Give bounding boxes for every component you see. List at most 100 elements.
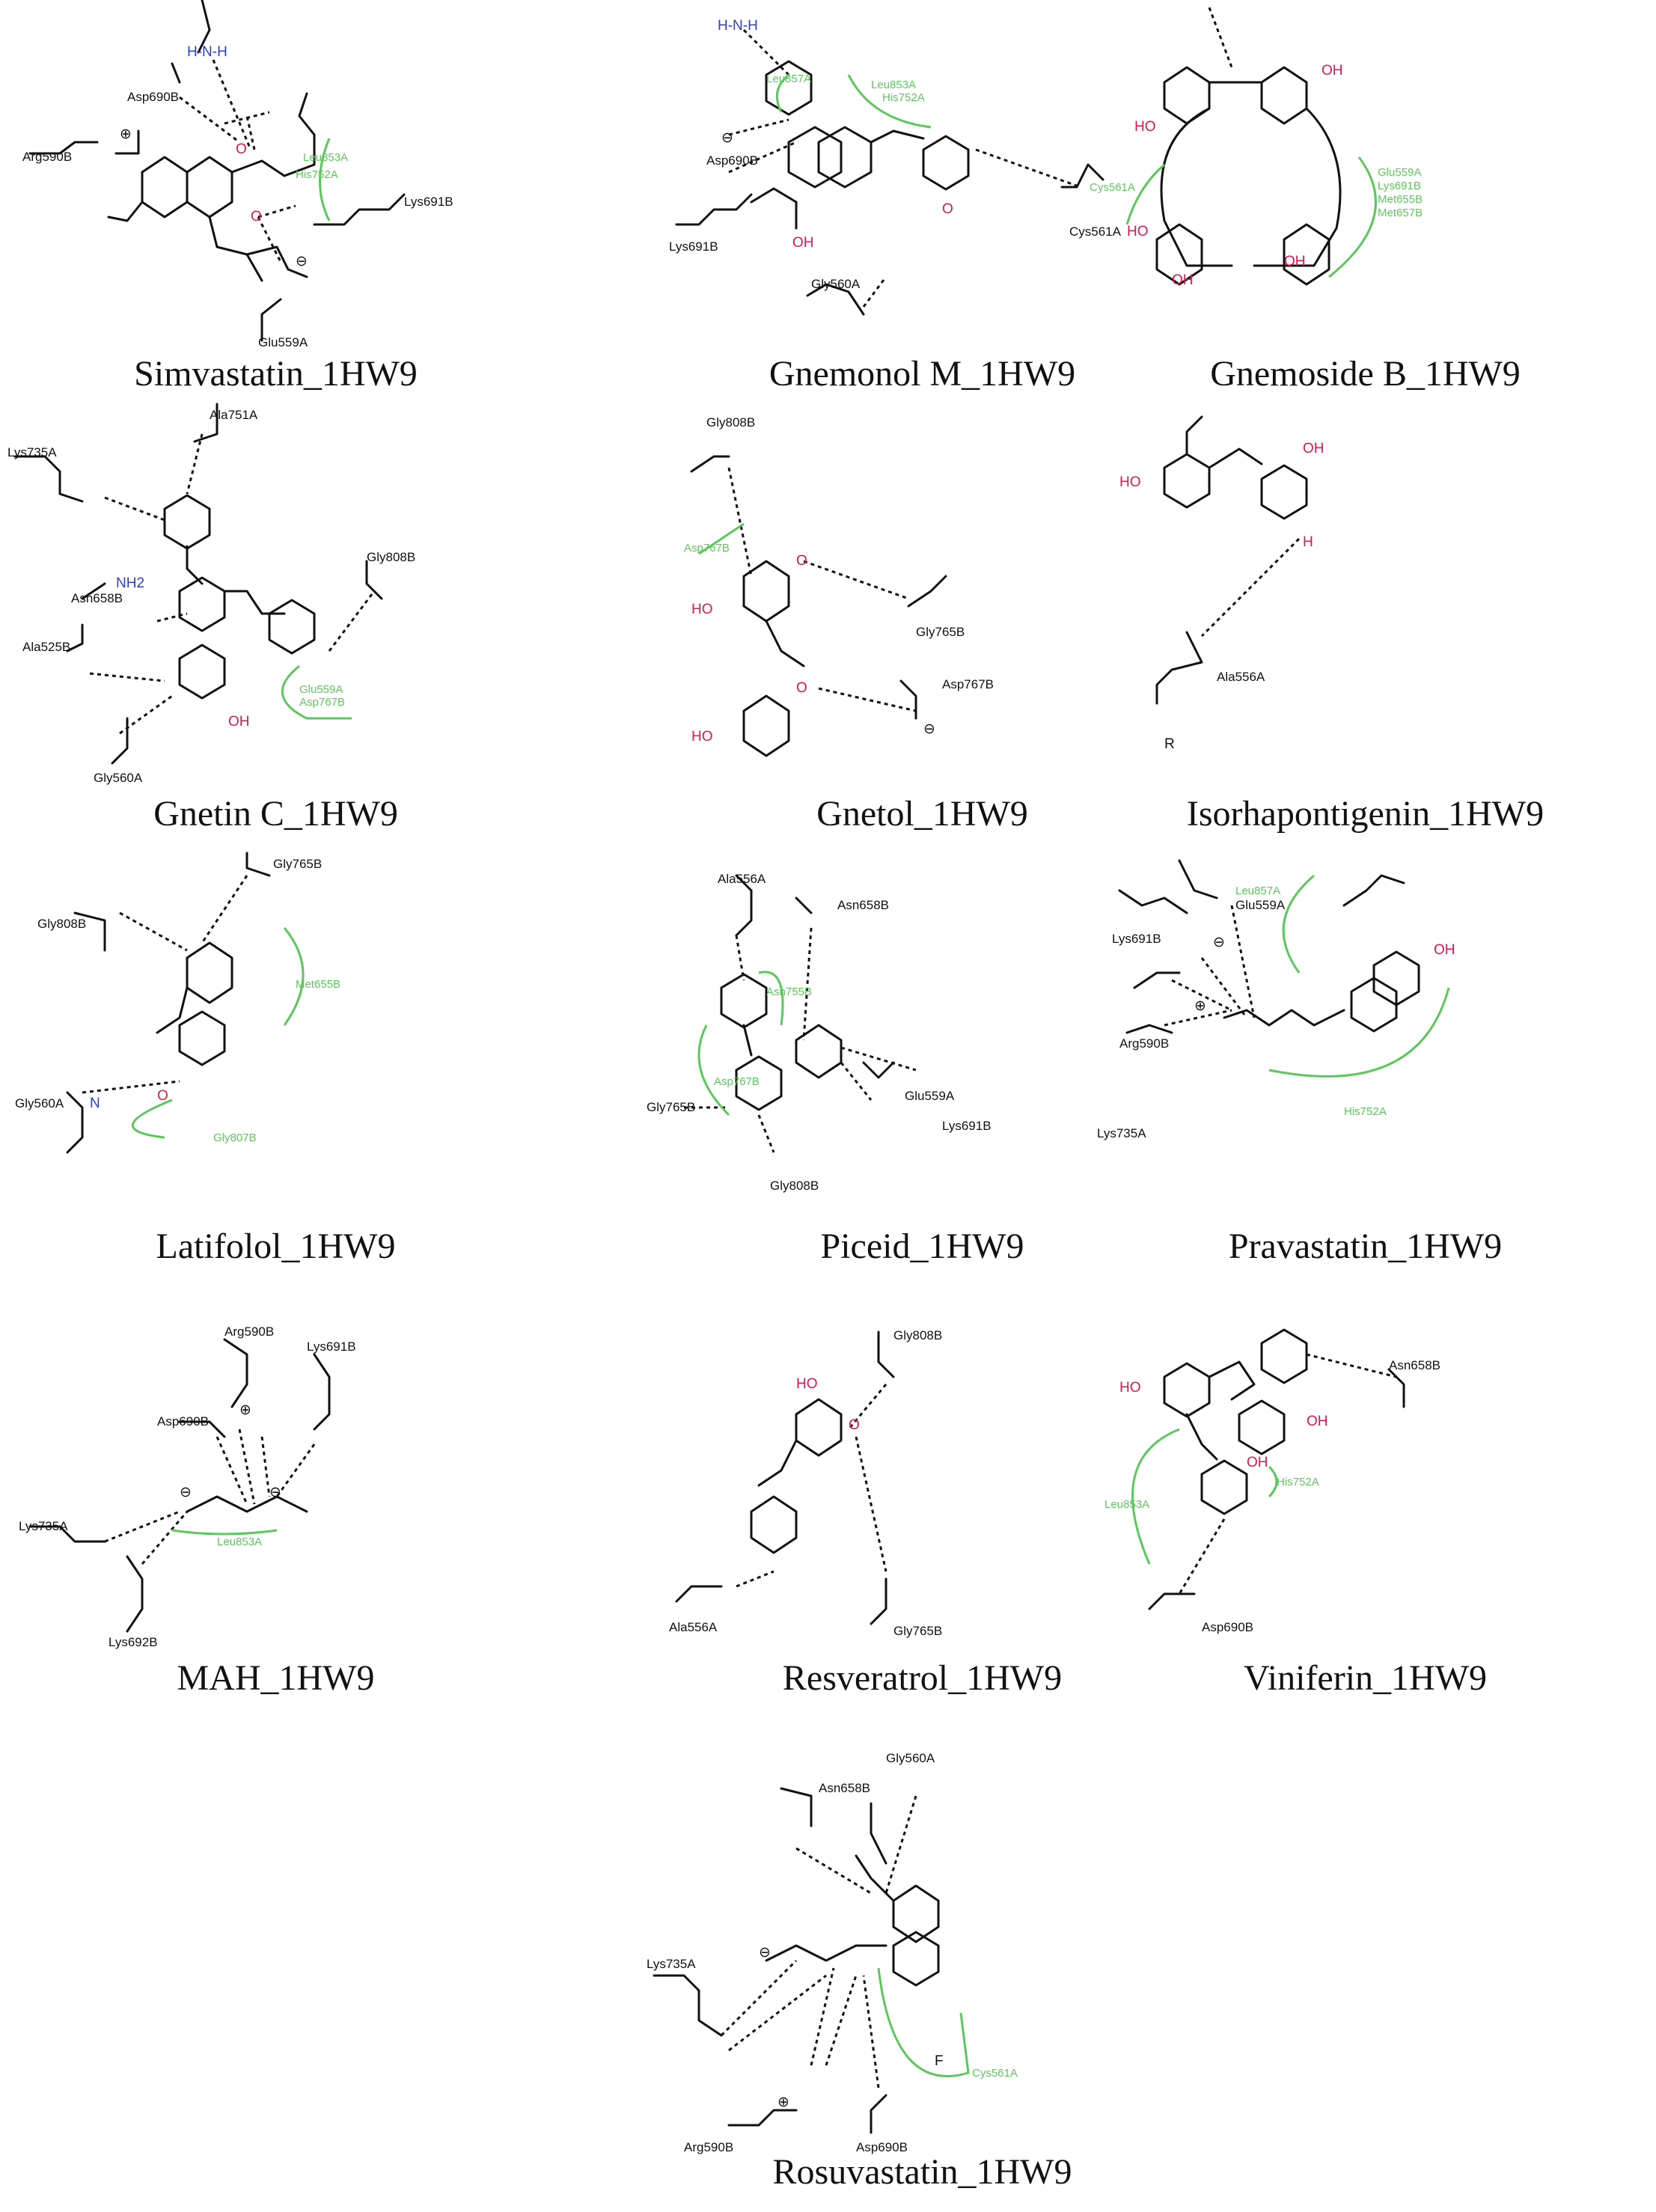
residue-label: Gly808B [770,1179,819,1193]
figure-caption: Gnetol_1HW9 [816,794,1028,834]
hydrogen-bond [1200,537,1301,638]
hydrophobic-arc [775,73,789,113]
panel-latifolol: Gly765B Gly808B Met655B Gly560A Gly807B … [0,852,552,1272]
hydrophobic-arc [877,1967,970,2077]
atom-label: O [157,1088,168,1104]
hydrophobic-arc [319,138,331,221]
ligand-skeleton [690,455,947,757]
atom-label: OH [1434,942,1455,958]
hydrophobic-residue-label: Cys561A [1090,181,1135,194]
hydrogen-bonds [727,467,917,712]
residue-label: Glu559A [905,1089,955,1103]
residue-label: Arg590B [224,1325,274,1339]
atom-label: OH [1247,1455,1268,1470]
hydrophobic-arc [1268,987,1450,1078]
residue-label: Gly765B [893,1624,942,1638]
panel-mah: Arg590B Lys691B Asp690B Lys735A Leu853A … [0,1317,552,1736]
ligand-skeleton [1155,415,1308,705]
figure-caption: Gnemonol M_1HW9 [769,354,1076,394]
residue-label: Asp767B [942,677,994,691]
hydrophobic-arc [283,927,305,1026]
atom-label: HO [1119,1380,1141,1396]
panel-isorhapontigenin: Ala556A HO OH H R Isorhapontigenin_1HW9 [1090,404,1641,834]
hydrophobic-residue-label: Lys691B [1378,180,1421,192]
hydrophobic-residue-label: His752A [1277,1476,1319,1488]
residue-label: Glu559A [1235,898,1286,912]
atom-label: F [935,2053,944,2069]
atom-label: O [251,209,262,224]
residue-label: Gly808B [893,1328,942,1342]
ligand-skeleton [1155,66,1342,286]
interaction-diagram-isorhapontigenin: Ala556A HO OH H R [1119,415,1325,752]
residue-label: Ala556A [669,1620,718,1634]
residue-label: Asp690B [157,1414,209,1429]
residue-label: Gly560A [15,1096,64,1110]
hydrophobic-residue-label: His752A [882,91,925,104]
interaction-diagram-rosuvastatin: Gly560A Asn658B Lys735A Arg590B Asp690B … [647,1751,1018,2154]
hydrophobic-arc [1282,874,1315,974]
hydrophobic-residue-label: Leu853A [303,151,348,164]
charge-label: ⊖ [269,1485,281,1500]
atom-label: O [236,141,247,157]
hydrophobic-arc [847,74,932,129]
residue-label: Asn658B [1389,1358,1440,1372]
interaction-diagram-latifolol: Gly765B Gly808B Met655B Gly560A Gly807B … [15,852,340,1154]
atom-label: HO [796,1376,818,1392]
figure-caption: Gnetin C_1HW9 [153,794,398,834]
atom-label: OH [1172,272,1194,288]
hydrophobic-residue-label: Met655B [1378,193,1423,206]
atom-label: R [1164,736,1175,752]
interaction-diagram-pravastatin: Leu857A Glu559A Lys691B Arg590B Lys735A … [1097,859,1455,1140]
hydrogen-bonds [684,927,917,1153]
hydrogen-bond [1208,7,1233,68]
residue-label: Gly560A [811,277,861,291]
residue-label: Lys735A [647,1957,696,1971]
hydrogen-bonds [736,1384,887,1588]
ligand-skeleton [28,1338,331,1633]
figure-caption: Resveratrol_1HW9 [782,1658,1063,1698]
figure-caption: Rosuvastatin_1HW9 [772,2152,1072,2192]
panel-simvastatin: Asp690B Arg590B Leu853A His752A Lys691B … [0,0,552,419]
atom-label: OH [1284,254,1306,269]
hydrogen-bonds [104,1429,316,1565]
charge-label: ⊖ [1213,935,1225,950]
panel-piceid: Ala556A Asn658B Asn755B Asp767B Gly765B … [647,853,1198,1272]
hydrophobic-residue-label: Leu857A [1235,885,1280,897]
hydrophobic-residue-label: His752A [296,168,338,181]
residue-label: Lys691B [1112,932,1161,946]
atom-label: H [1303,534,1313,550]
figure-caption: MAH_1HW9 [177,1658,375,1698]
hydrophobic-residue-label: Asn755B [766,986,812,998]
atom-label: O [849,1417,860,1433]
interaction-diagram-simvastatin: Asp690B Arg590B Leu853A His752A Lys691B … [22,0,453,349]
hydrophobic-arc [697,1024,730,1116]
hydrogen-bonds [1178,1353,1397,1595]
figure-caption: Gnemoside B_1HW9 [1210,354,1521,394]
figure-caption: Latifolol_1HW9 [156,1226,396,1266]
residue-label: Ala525B [22,640,70,654]
hydrophobic-residue-label: Asp767B [684,542,730,554]
hydrophobic-residue-label: His752A [1344,1105,1387,1118]
charge-label: ⊖ [296,254,308,269]
residue-label: Lys691B [669,239,718,254]
residue-label: Gly765B [647,1100,695,1114]
panel-gnemonol-m: Leu857A Leu853A His752A Asp690B Lys691B … [647,0,1198,419]
residue-label: Arg590B [684,2140,733,2154]
atom-label: NH2 [116,575,144,591]
panel-gnetol: Gly808B Asp767B Gly765B Asp767B HO HO O … [647,404,1198,834]
hydrophobic-residue-label: Asp767B [714,1075,760,1088]
atom-label: O [796,553,807,569]
residue-label: Ala556A [1217,670,1265,684]
residue-label: Arg590B [22,150,72,164]
residue-label: Ala751A [210,408,258,422]
interaction-diagram-mah: Arg590B Lys691B Asp690B Lys735A Leu853A … [19,1325,356,1649]
atom-label: O [796,680,807,696]
hydrogen-bonds [89,433,376,735]
atom-label: OH [228,714,250,730]
interaction-diagram-gnemonol-m: Leu857A Leu853A His752A Asp690B Lys691B … [669,18,1122,316]
residue-label: Cys561A [1069,224,1122,239]
residue-label: Lys735A [7,445,57,459]
hydrophobic-arc [758,971,784,1026]
interaction-diagram-viniferin: Asn658B Leu853A His752A Asp690B HO OH OH [1104,1328,1440,1634]
residue-label: Asn658B [837,898,889,912]
